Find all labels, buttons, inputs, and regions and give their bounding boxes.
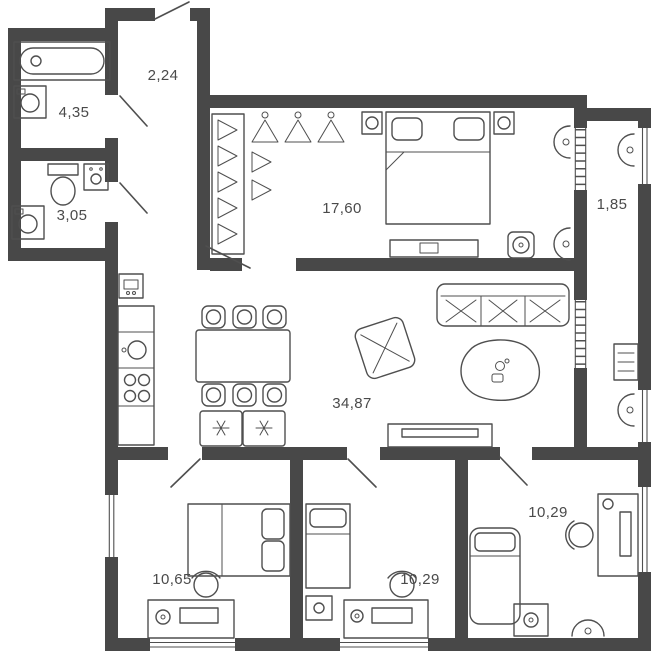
wall-lamp-icon xyxy=(553,125,571,159)
hallway-area-label: 2,24 xyxy=(148,67,179,84)
wall-lamp-icon xyxy=(571,619,605,637)
ac-unit-icon xyxy=(613,343,639,381)
window-right-room xyxy=(638,487,651,572)
desk-icon xyxy=(343,599,429,639)
nightstand-icon xyxy=(305,595,333,621)
room-labels: 2,24 4,35 3,05 17,60 1,85 34,87 10,65 10… xyxy=(57,67,628,588)
bathtub-icon xyxy=(13,41,111,81)
windows xyxy=(105,128,651,651)
wall-lamp-icon xyxy=(553,227,571,261)
balcony-area-label: 1,85 xyxy=(597,196,628,213)
living-area-label: 34,87 xyxy=(332,395,372,412)
cabinet-icon xyxy=(513,603,549,637)
desk-icon xyxy=(597,493,639,577)
glazing-living-balcony xyxy=(574,300,587,368)
stove-icon xyxy=(123,373,151,403)
double-bed-icon xyxy=(187,503,291,577)
bedroom-right-area-label: 10,29 xyxy=(528,504,568,521)
room-bedroom-left xyxy=(147,503,291,639)
room-wc xyxy=(11,163,109,240)
sofa-icon xyxy=(436,283,570,327)
window-bottom-middle-room xyxy=(340,638,428,651)
dining-table-icon xyxy=(195,329,291,383)
left-room-door-leaf xyxy=(170,458,201,488)
dining-chairs-icons xyxy=(201,305,287,407)
window-balcony-bottom xyxy=(638,390,651,442)
bathroom-door-leaf xyxy=(119,95,148,127)
washing-machine-icon xyxy=(11,205,45,240)
room-bedroom-right xyxy=(469,493,639,637)
coffee-table-icon xyxy=(460,339,541,402)
bathroom-area-label: 4,35 xyxy=(59,104,90,121)
desk-chair-icon xyxy=(387,570,417,598)
desk-chair-icon xyxy=(191,570,221,598)
window-bottom-left-room xyxy=(150,638,235,651)
room-bathroom xyxy=(13,41,111,119)
entrance-door-leaf xyxy=(154,1,190,20)
washing-machine-icon xyxy=(13,85,47,119)
toilet-icon xyxy=(47,163,79,206)
bedroom-middle-area-label: 10,29 xyxy=(400,571,440,588)
single-bed-icon xyxy=(305,503,351,589)
pouf-icon xyxy=(507,231,535,259)
bedroom xyxy=(211,111,571,261)
nightstand-icon xyxy=(361,111,383,135)
single-bed-icon xyxy=(469,527,521,625)
kitchen-sink-icon xyxy=(121,340,147,360)
window-balcony-top xyxy=(638,128,651,184)
sink-icon xyxy=(83,163,109,191)
wc-area-label: 3,05 xyxy=(57,207,88,224)
kitchen-counter-icon xyxy=(117,305,155,446)
right-room-door-leaf xyxy=(499,456,528,486)
double-bed-icon xyxy=(385,111,491,225)
bedroom-left-area-label: 10,65 xyxy=(152,571,192,588)
living-room xyxy=(195,283,570,448)
room-bedroom-middle xyxy=(305,503,429,639)
desk-icon xyxy=(147,599,235,639)
middle-room-door-leaf xyxy=(347,458,377,488)
bedroom-area-label: 17,60 xyxy=(322,200,362,217)
glazing-bedroom-balcony xyxy=(574,128,587,190)
kitchen xyxy=(117,273,286,447)
wall-lamp-icon xyxy=(617,133,635,167)
balcony xyxy=(613,133,639,427)
nightstand-icon xyxy=(493,111,515,135)
bedroom-door-leaf xyxy=(205,245,251,269)
washer-dryer-pair-icon xyxy=(199,410,286,447)
dresser-icon xyxy=(389,239,479,258)
armchair-icon xyxy=(354,316,416,380)
desk-chair-icon xyxy=(565,520,594,550)
wall-lamp-icon xyxy=(617,393,635,427)
window-left-wall xyxy=(105,495,118,557)
doors xyxy=(119,1,528,488)
tv-console-icon xyxy=(387,423,493,448)
electrical-panel-icon xyxy=(118,273,144,299)
wc-door-leaf xyxy=(119,182,148,214)
wardrobe-icon xyxy=(211,113,245,255)
hanger-icons xyxy=(251,111,345,201)
